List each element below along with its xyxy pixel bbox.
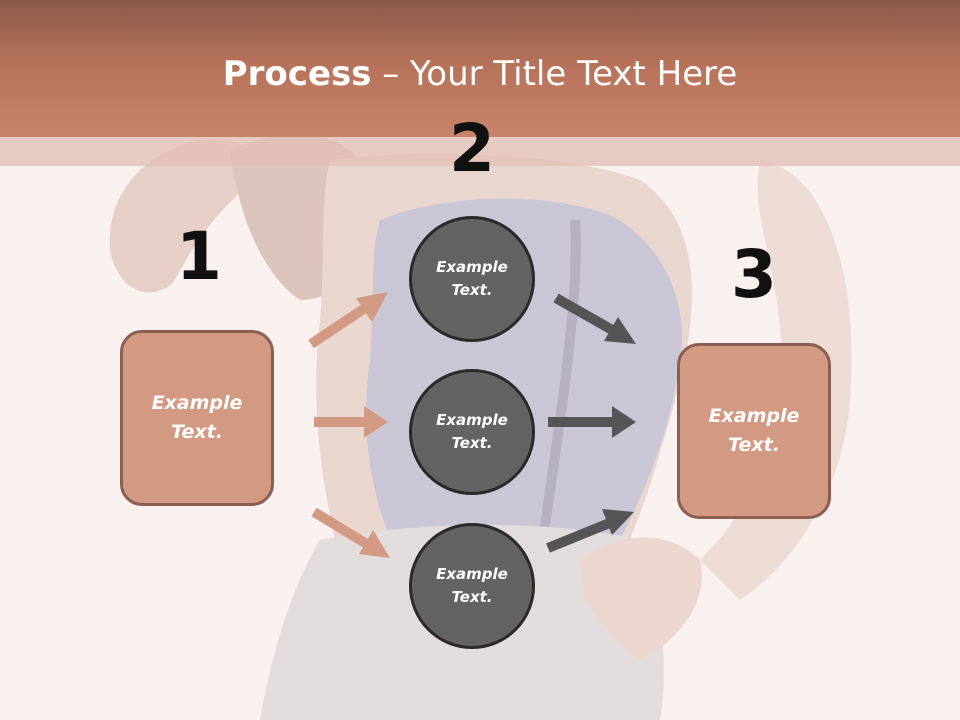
slide-title: Process – Your Title Text Here <box>0 52 960 96</box>
circle-top: Example Text. <box>409 216 535 342</box>
left-text-box: Example Text. <box>120 330 274 506</box>
title-rest: – Your Title Text Here <box>371 54 738 94</box>
title-band <box>0 0 960 137</box>
circle-middle-text: Example Text. <box>436 411 508 452</box>
left-box-text: Example Text. <box>151 392 243 443</box>
arrow-left-middle <box>314 406 388 438</box>
circle-bottom-text: Example Text. <box>436 565 508 606</box>
right-text-box: Example Text. <box>677 343 831 519</box>
step-number-1: 1 <box>176 218 222 295</box>
circle-middle: Example Text. <box>409 369 535 495</box>
step-number-3: 3 <box>731 236 777 313</box>
arrow-left-down <box>311 507 390 558</box>
title-bold: Process <box>222 54 372 94</box>
arrow-right-middle <box>548 406 636 438</box>
right-box-text: Example Text. <box>708 405 800 456</box>
title-strip <box>0 137 960 166</box>
circle-bottom: Example Text. <box>409 523 535 649</box>
arrow-right-down <box>553 293 636 344</box>
arrow-right-up <box>546 509 634 553</box>
arrow-left-up <box>308 292 388 349</box>
circle-top-text: Example Text. <box>436 258 508 299</box>
step-number-2: 2 <box>449 110 495 187</box>
